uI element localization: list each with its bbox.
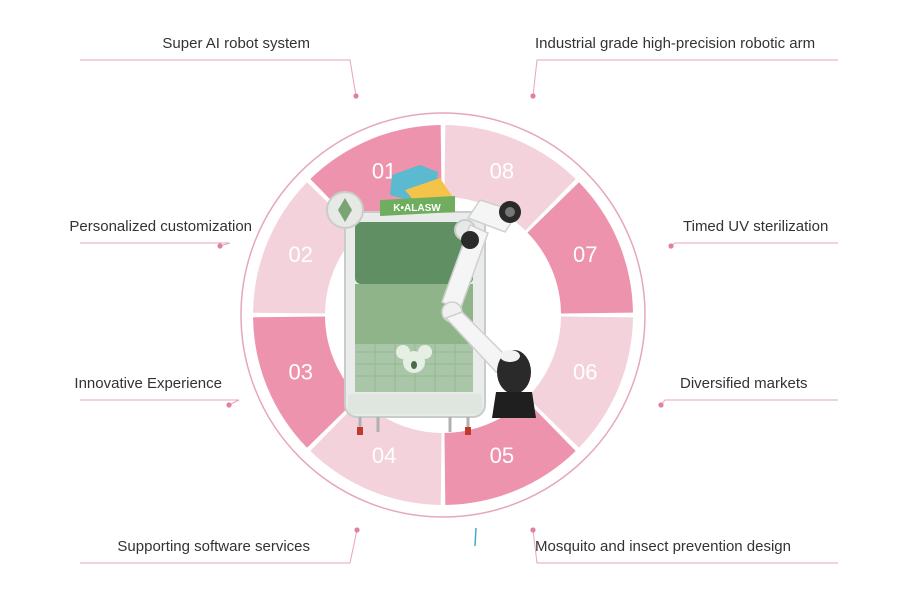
leader-dot: [354, 527, 360, 533]
cabinet-leg-feet: [357, 427, 471, 435]
feature-label-right-1: Industrial grade high-precision robotic …: [535, 35, 816, 52]
feature-label-right-4: Mosquito and insect prevention design: [535, 538, 791, 555]
cabinet-base-strip: [348, 394, 482, 414]
feature-label-left-1: Super AI robot system: [162, 35, 310, 52]
feature-label-left-3: Innovative Experience: [74, 375, 222, 392]
segment-number-02: 02: [288, 242, 312, 267]
leader-dot: [530, 527, 536, 533]
logo-banner: K•ALASW: [380, 165, 455, 216]
leader-dot: [668, 243, 674, 249]
leader-dot: [353, 93, 359, 99]
feature-label-left-4: Supporting software services: [117, 538, 310, 555]
ring-segment-08: [444, 125, 576, 231]
leader-dot: [226, 402, 232, 408]
leader-dot: [658, 402, 664, 408]
feature-label-right-2: Timed UV sterilization: [683, 218, 829, 235]
leader-line: [660, 399, 838, 406]
leader-line: [532, 59, 838, 97]
segment-number-06: 06: [573, 360, 597, 385]
vending-machine-illustration: K•ALASW: [326, 165, 536, 435]
segment-number-07: 07: [573, 242, 597, 267]
segment-number-03: 03: [288, 360, 312, 385]
leader-dot: [217, 243, 223, 249]
koala-icon: [396, 345, 432, 373]
ring-segment-03: [253, 316, 359, 448]
accent-tick: [474, 527, 477, 547]
feature-label-right-3: Diversified markets: [680, 375, 808, 392]
leader-line: [670, 242, 838, 247]
outer-ring: [240, 112, 646, 518]
logo-text: K•ALASW: [393, 203, 441, 214]
leader-lines: [80, 59, 838, 564]
segment-number-05: 05: [490, 443, 514, 468]
cabinet-top-panel: [355, 222, 473, 284]
ring-segment-06: [527, 316, 633, 448]
leader-line: [80, 59, 357, 97]
leader-line: [80, 242, 231, 247]
feature-label-left-2: Personalized customization: [69, 218, 252, 235]
leader-dot: [530, 93, 536, 99]
segment-number-04: 04: [372, 443, 396, 468]
leader-line: [80, 399, 240, 406]
segment-number-08: 08: [490, 159, 514, 184]
robotic-arm-icon: [441, 199, 536, 418]
leader-line: [532, 529, 838, 564]
ring-segment-07: [527, 182, 633, 314]
ring-segment-05: [444, 399, 576, 505]
leader-line: [80, 529, 358, 564]
leaf-icon: [338, 198, 352, 222]
ring-segment-04: [310, 399, 442, 505]
